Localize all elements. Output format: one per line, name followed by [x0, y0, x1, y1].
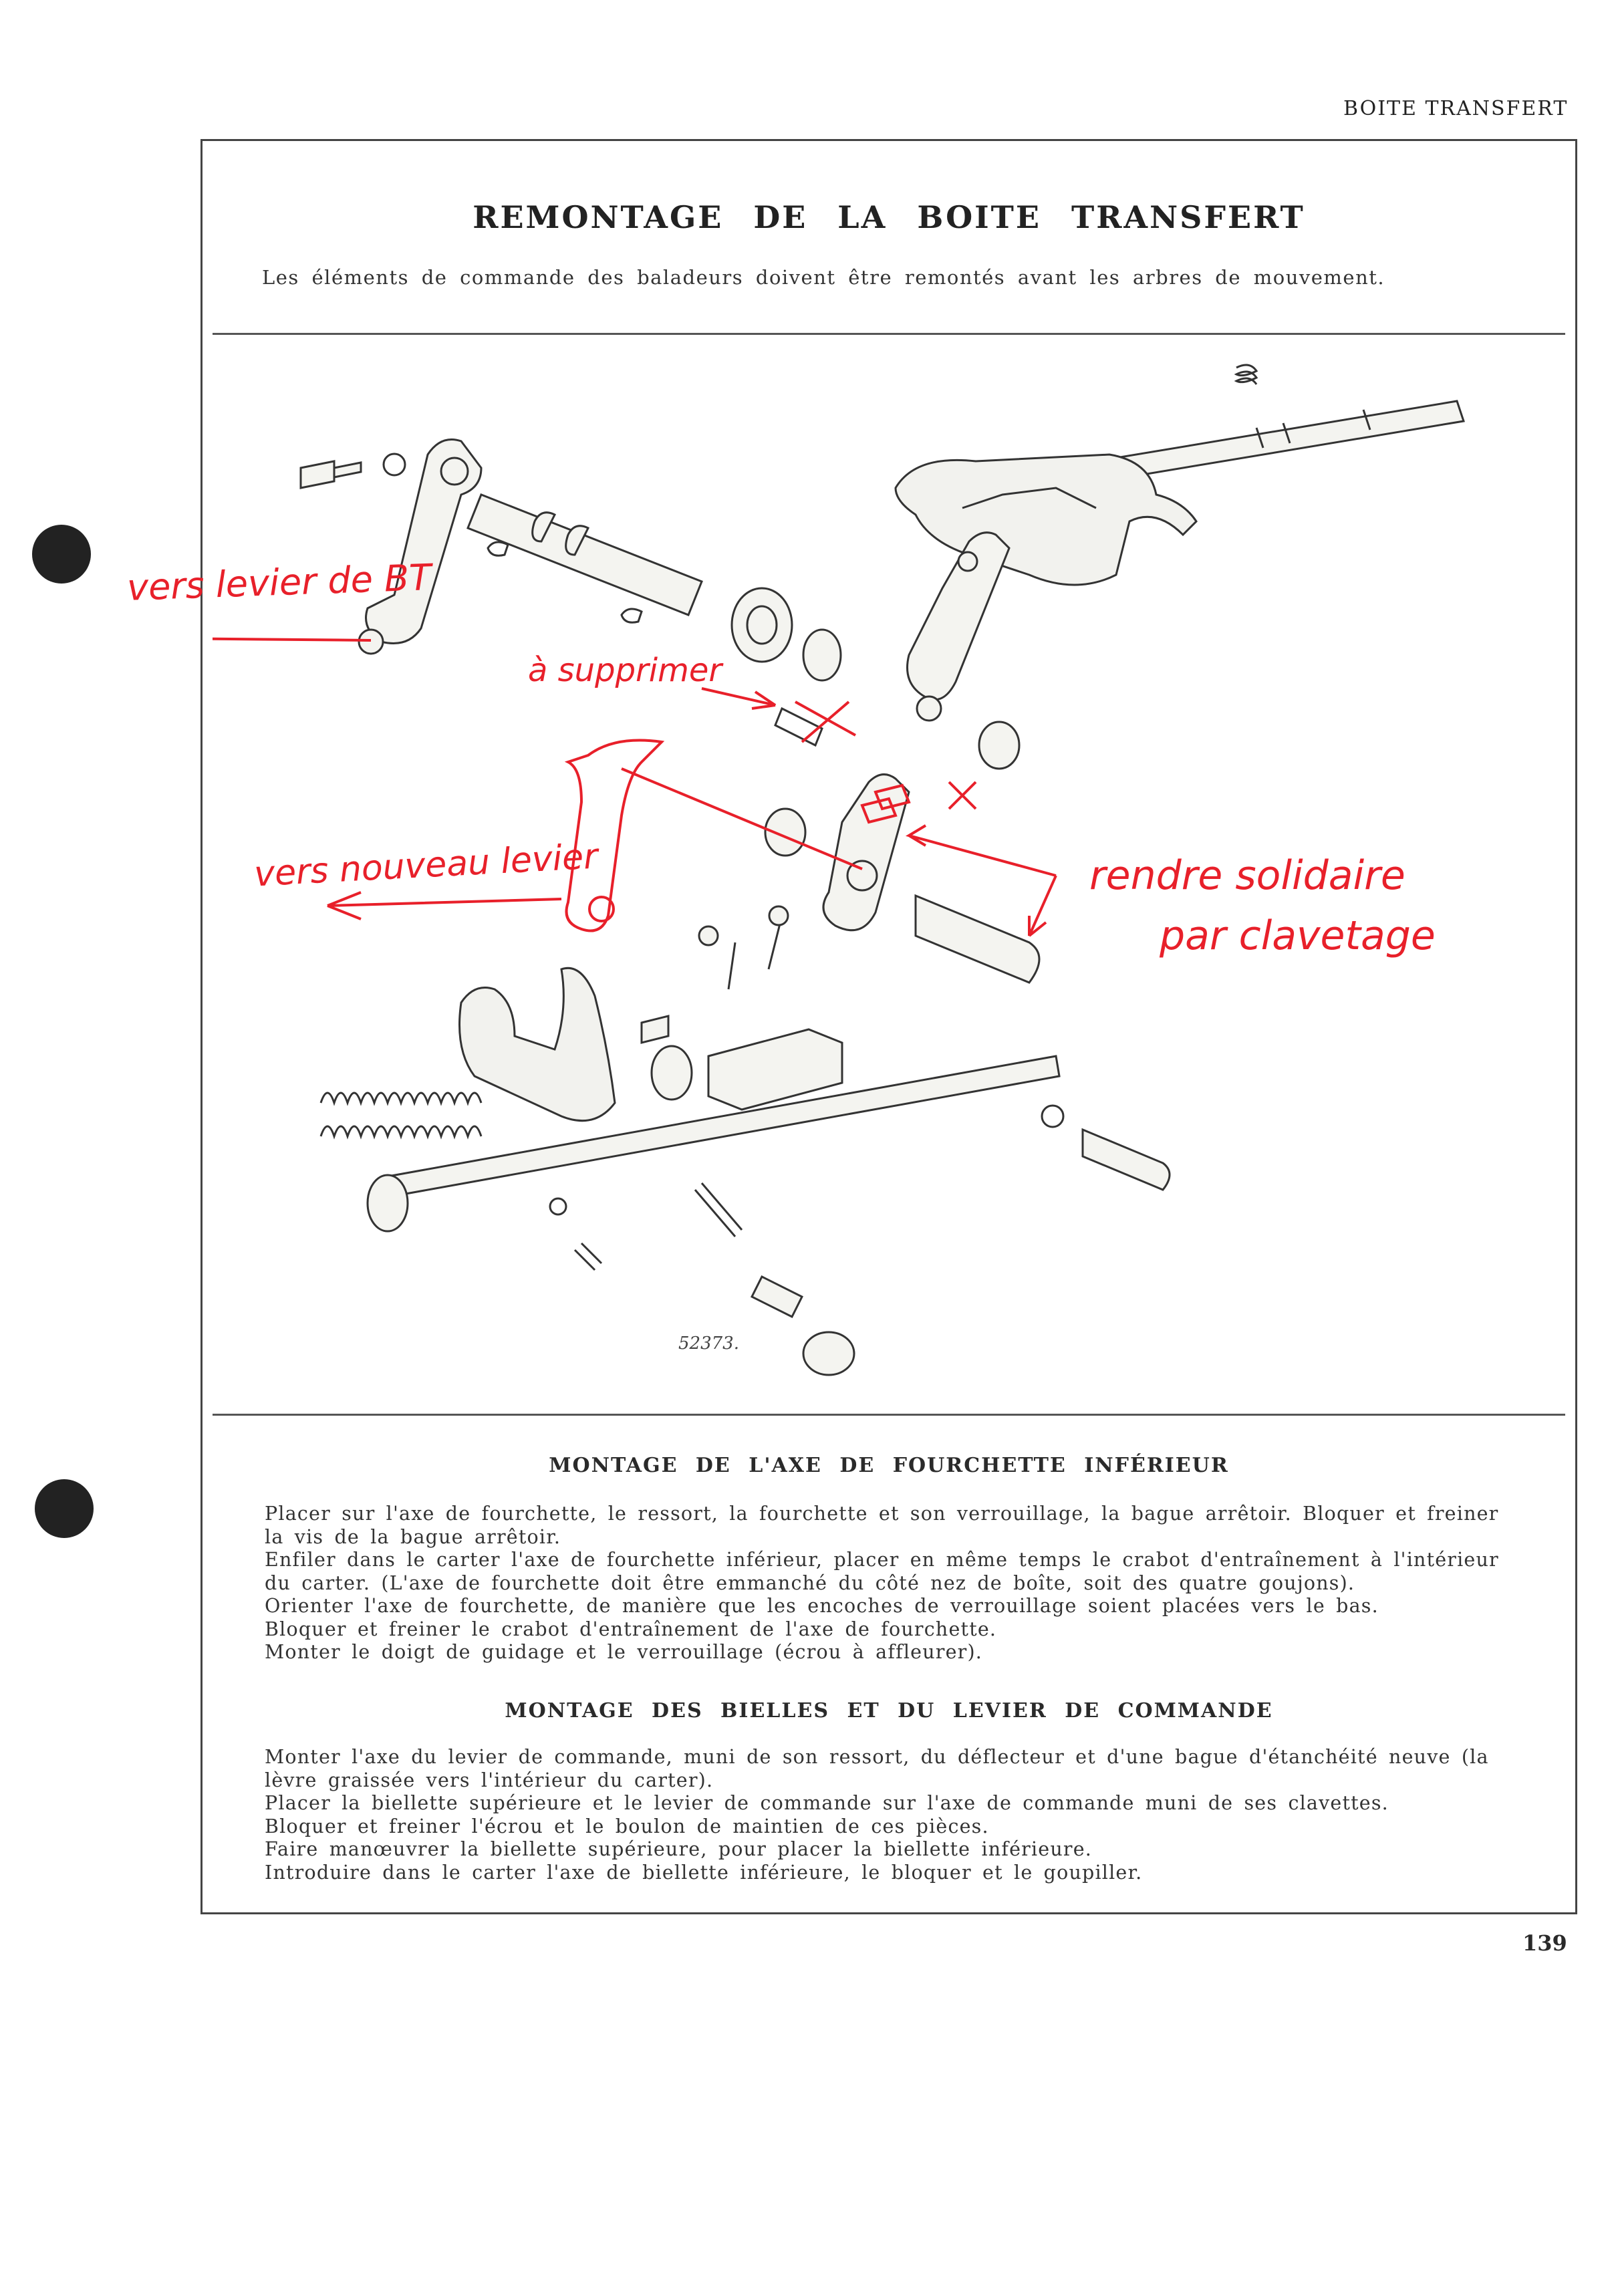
section-heading: MONTAGE DES BIELLES ET DU LEVIER DE COMM… — [505, 1699, 1273, 1723]
text-line: Monter l'axe du levier de commande, muni… — [265, 1746, 1489, 1768]
key — [487, 541, 643, 624]
lower-spring — [319, 1092, 483, 1140]
section-text: Monter l'axe du levier de commande, muni… — [265, 1746, 1512, 1884]
lower-fork-shaft — [366, 1055, 1061, 1233]
upper-fork-shaft — [1095, 400, 1465, 483]
bush — [764, 807, 807, 857]
punch-hole — [32, 525, 91, 584]
lock-spring — [573, 1182, 743, 1271]
adjust-screw — [1081, 1128, 1171, 1191]
page-frame — [200, 139, 1577, 1914]
upper-spring — [1234, 364, 1258, 385]
figure-number: 52373. — [678, 1333, 739, 1354]
seal — [730, 587, 793, 663]
text-line: Bloquer et freiner le crabot d'entraînem… — [265, 1618, 997, 1640]
exploded-diagram — [213, 364, 1465, 1376]
arrow-to-new-lever — [327, 891, 562, 920]
text-line: Orienter l'axe de fourchette, de manière… — [265, 1595, 1379, 1617]
deflector — [802, 628, 842, 682]
link-pin — [914, 894, 1041, 984]
cross-remove — [795, 700, 977, 810]
nut — [978, 721, 1021, 770]
text-line: Monter le doigt de guidage et le verroui… — [265, 1641, 983, 1663]
text-line: Placer la biellette supérieure et le lev… — [265, 1792, 1389, 1814]
text-line: Enfiler dans le carter l'axe de fourchet… — [265, 1549, 1499, 1571]
text-line: Placer sur l'axe de fourchette, le resso… — [265, 1503, 1499, 1525]
section-heading: MONTAGE DE L'AXE DE FOURCHETTE INFÉRIEUR — [549, 1454, 1229, 1477]
punch-hole — [35, 1479, 94, 1538]
text-line: Faire manœuvrer la biellette supérieure,… — [265, 1838, 1093, 1860]
annotation-key-line2: par clavetage — [1160, 912, 1436, 959]
text-line: Introduire dans le carter l'axe de biell… — [265, 1861, 1143, 1884]
small-bolt — [774, 707, 823, 747]
line-new-lever — [621, 767, 863, 870]
arrow-remove — [701, 687, 777, 710]
running-head: BOITE TRANSFERT — [1343, 97, 1569, 120]
divider — [213, 333, 1565, 335]
annotation-remove: à supprimer — [528, 652, 722, 689]
bolt — [299, 460, 362, 489]
divider — [213, 1414, 1565, 1416]
lower-link — [822, 773, 910, 932]
left-lever — [358, 438, 483, 655]
annotation-key-line1: rendre solidaire — [1089, 852, 1405, 899]
lower-fork — [458, 967, 616, 1122]
page-title: REMONTAGE DE LA BOITE TRANSFERT — [473, 199, 1305, 235]
key-arrows — [905, 824, 1057, 937]
lever-shaft — [466, 493, 703, 616]
arrow-to-bt-lever — [213, 637, 372, 642]
plug — [750, 1275, 804, 1319]
text-line: du carter. (L'axe de fourchette doit êtr… — [265, 1571, 1355, 1594]
page-number: 139 — [1522, 1930, 1567, 1956]
lock-block — [640, 905, 843, 1111]
new-lever — [564, 739, 665, 932]
text-line: lèvre graissée vers l'intérieur du carte… — [265, 1769, 714, 1791]
upper-link — [906, 531, 1011, 722]
text-line: la vis de la bague arrêtoir. — [265, 1525, 561, 1548]
text-line: Bloquer et freiner l'écrou et le boulon … — [265, 1815, 989, 1837]
section-text: Placer sur l'axe de fourchette, le resso… — [265, 1503, 1512, 1664]
washer — [382, 453, 406, 477]
page-subtitle: Les éléments de commande des baladeurs d… — [262, 266, 1385, 289]
lock-nut — [802, 1331, 855, 1376]
